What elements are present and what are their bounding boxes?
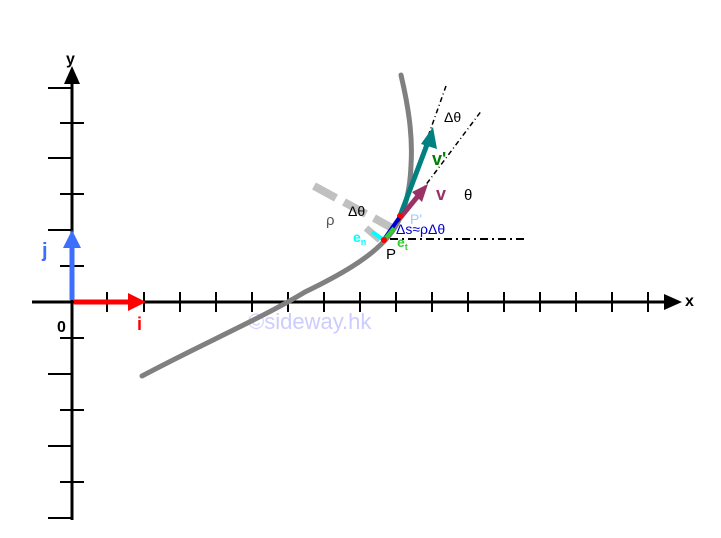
en-label: en (353, 229, 366, 247)
p-label: P (386, 246, 396, 263)
v-label: v (436, 184, 446, 204)
origin-label: 0 (57, 319, 66, 336)
v-vector (398, 184, 428, 220)
j-vector (63, 230, 81, 300)
delta-s-label: Δs≈ρΔθ (396, 221, 445, 237)
i-vector-label: i (137, 314, 142, 334)
tangent-line-v (397, 109, 483, 223)
theta-label: θ (464, 187, 472, 204)
delta-theta-top-label: Δθ (444, 109, 461, 125)
p-point (381, 237, 387, 243)
i-vector (74, 293, 146, 311)
et-label: et (397, 234, 408, 252)
v-prime-label: v' (432, 149, 446, 169)
x-axis-label: x (685, 293, 694, 310)
rho-label: ρ (326, 212, 335, 229)
p-prime-label: P' (410, 211, 422, 227)
delta-theta-center-label: Δθ (348, 203, 365, 219)
v-prime-vector (397, 127, 437, 217)
y-axis (48, 66, 84, 520)
p-prime-point (397, 213, 403, 219)
j-vector-label: j (41, 240, 48, 262)
y-axis-label: y (66, 51, 75, 68)
trajectory-curve (139, 72, 414, 379)
